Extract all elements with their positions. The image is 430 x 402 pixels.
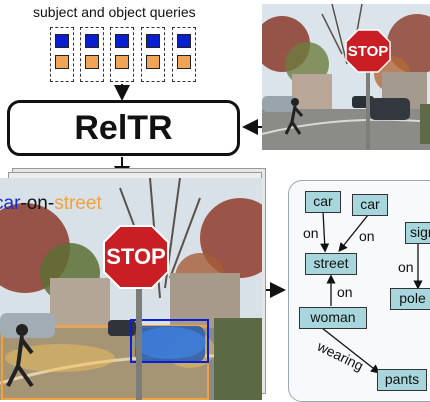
street-scene-illustration: STOP <box>262 4 430 150</box>
queries-label: subject and object queries <box>33 4 196 20</box>
subject-query <box>85 34 99 48</box>
query-pair <box>50 27 74 82</box>
subject-query <box>177 34 191 48</box>
subject-query <box>146 34 160 48</box>
node-car: car <box>305 191 341 213</box>
subject-box-car <box>130 319 209 363</box>
subject-query <box>115 34 129 48</box>
stop-sign-text: STOP <box>106 244 166 269</box>
query-pair <box>141 27 165 82</box>
node-street: street <box>305 253 357 275</box>
query-pair <box>172 27 196 82</box>
model-box: RelTR <box>7 100 240 156</box>
object-query <box>85 55 99 69</box>
object-query <box>55 55 69 69</box>
edge-woman-pants <box>321 327 381 374</box>
stop-sign-text: STOP <box>348 43 389 60</box>
query-pair <box>110 27 134 82</box>
triplet-caption: car-on-street <box>0 193 102 215</box>
object-query <box>115 55 129 69</box>
edge-car1-street <box>320 210 330 253</box>
edge-label-on: on <box>398 259 414 275</box>
edge-label-on: on <box>303 225 319 241</box>
node-sign: sign <box>405 222 430 244</box>
subject-query <box>55 34 69 48</box>
edge-label-on: on <box>337 284 353 300</box>
output-image: STOP car-on-street <box>0 178 262 400</box>
object-query <box>146 55 160 69</box>
query-pair <box>80 27 104 82</box>
edge-car2-street <box>338 214 369 253</box>
caption-subject: car <box>0 193 21 214</box>
node-car: car <box>352 194 388 216</box>
annotated-street-scene: STOP <box>0 178 262 400</box>
object-query <box>177 55 191 69</box>
node-pants: pants <box>377 369 427 391</box>
input-image: STOP <box>262 4 430 150</box>
edge-label-on: on <box>359 228 375 244</box>
caption-predicate: on <box>26 193 48 214</box>
node-woman: woman <box>299 307 367 329</box>
caption-object: street <box>54 193 102 214</box>
node-pole: pole <box>390 288 430 310</box>
